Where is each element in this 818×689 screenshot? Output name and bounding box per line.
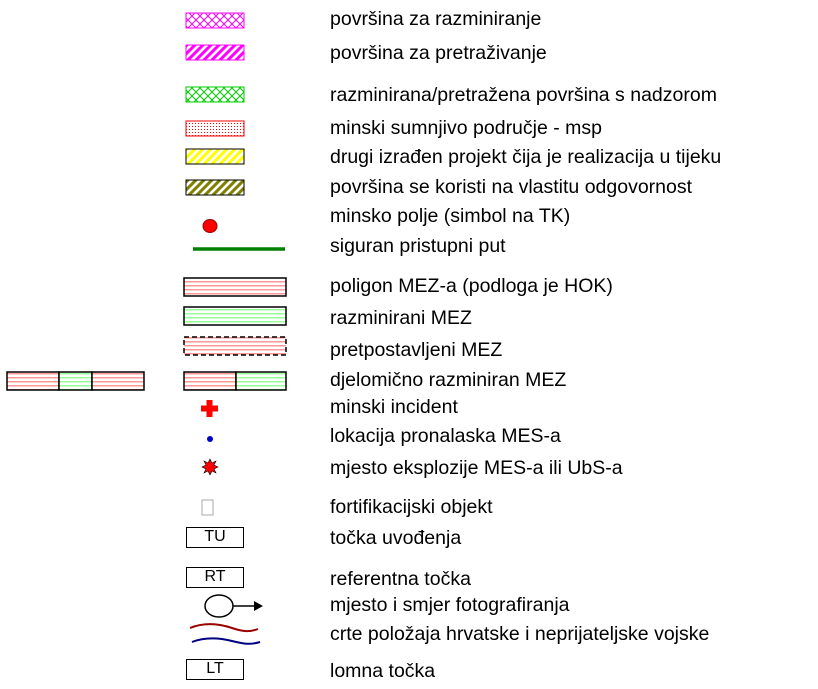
legend-label: razminirana/pretražena površina s nadzor…: [330, 84, 717, 106]
legend-label: fortifikacijski objekt: [330, 496, 493, 518]
partially-demined-mez-wide-swatch: [6, 371, 145, 391]
msp-area-swatch: [185, 120, 245, 137]
legend-label: mjesto i smjer fotografiranja: [330, 594, 570, 616]
demined-area-swatch: [185, 86, 245, 103]
legend-label: pretpostavljeni MEZ: [330, 339, 503, 361]
legend-label: mjesto eksplozije MES-a ili UbS-a: [330, 457, 623, 479]
demined-mez-swatch: [183, 306, 287, 326]
lt-box-label: LT: [206, 660, 224, 677]
lt-box: LT: [186, 659, 244, 680]
assumed-mez-swatch: [183, 336, 287, 356]
legend-label: minski sumnjivo područje - msp: [330, 117, 603, 139]
croatian-army-line: [189, 623, 259, 633]
legend-label: drugi izrađen projekt čija je realizacij…: [330, 146, 722, 168]
legend-label: točka uvođenja: [330, 527, 462, 549]
search-area-swatch: [185, 44, 245, 61]
legend-label: lomna točka: [330, 660, 436, 682]
own-responsibility-swatch: [185, 179, 245, 196]
demining-area-swatch: [185, 12, 245, 29]
rt-box-label: RT: [204, 568, 226, 585]
enemy-army-line: [191, 637, 261, 645]
tu-box-label: TU: [204, 528, 226, 545]
partially-demined-mez-swatch: [183, 371, 287, 391]
legend-label: referentna točka: [330, 568, 471, 590]
legend-label: djelomično razminiran MEZ: [330, 369, 567, 391]
legend-label: poligon MEZ-a (podloga je HOK): [330, 275, 613, 297]
legend-label: minski incident: [330, 396, 458, 418]
legend-label: minsko polje (simbol na TK): [330, 205, 571, 227]
camera-direction-icon: [204, 594, 263, 618]
legend-label: razminirani MEZ: [330, 307, 472, 329]
legend-label: površina za razminiranje: [330, 8, 542, 30]
explosion-burst-icon: [201, 458, 219, 476]
mez-polygon-swatch: [183, 277, 287, 297]
legend-label: površina za pretraživanje: [330, 42, 547, 64]
tu-box: TU: [186, 527, 244, 548]
rt-box: RT: [186, 567, 244, 588]
legend-label: površina se koristi na vlastitu odgovorn…: [330, 176, 693, 198]
legend-label: siguran pristupni put: [330, 235, 506, 257]
minefield-dot-symbol: [202, 219, 218, 233]
mine-incident-cross-icon: [201, 400, 218, 417]
legend-label: lokacija pronalaska MES-a: [330, 425, 561, 447]
legend-label: crte položaja hrvatske i neprijateljske …: [330, 623, 710, 645]
mes-location-dot-icon: [207, 436, 213, 442]
other-project-swatch: [185, 148, 245, 165]
fortification-square-icon: [201, 499, 214, 516]
